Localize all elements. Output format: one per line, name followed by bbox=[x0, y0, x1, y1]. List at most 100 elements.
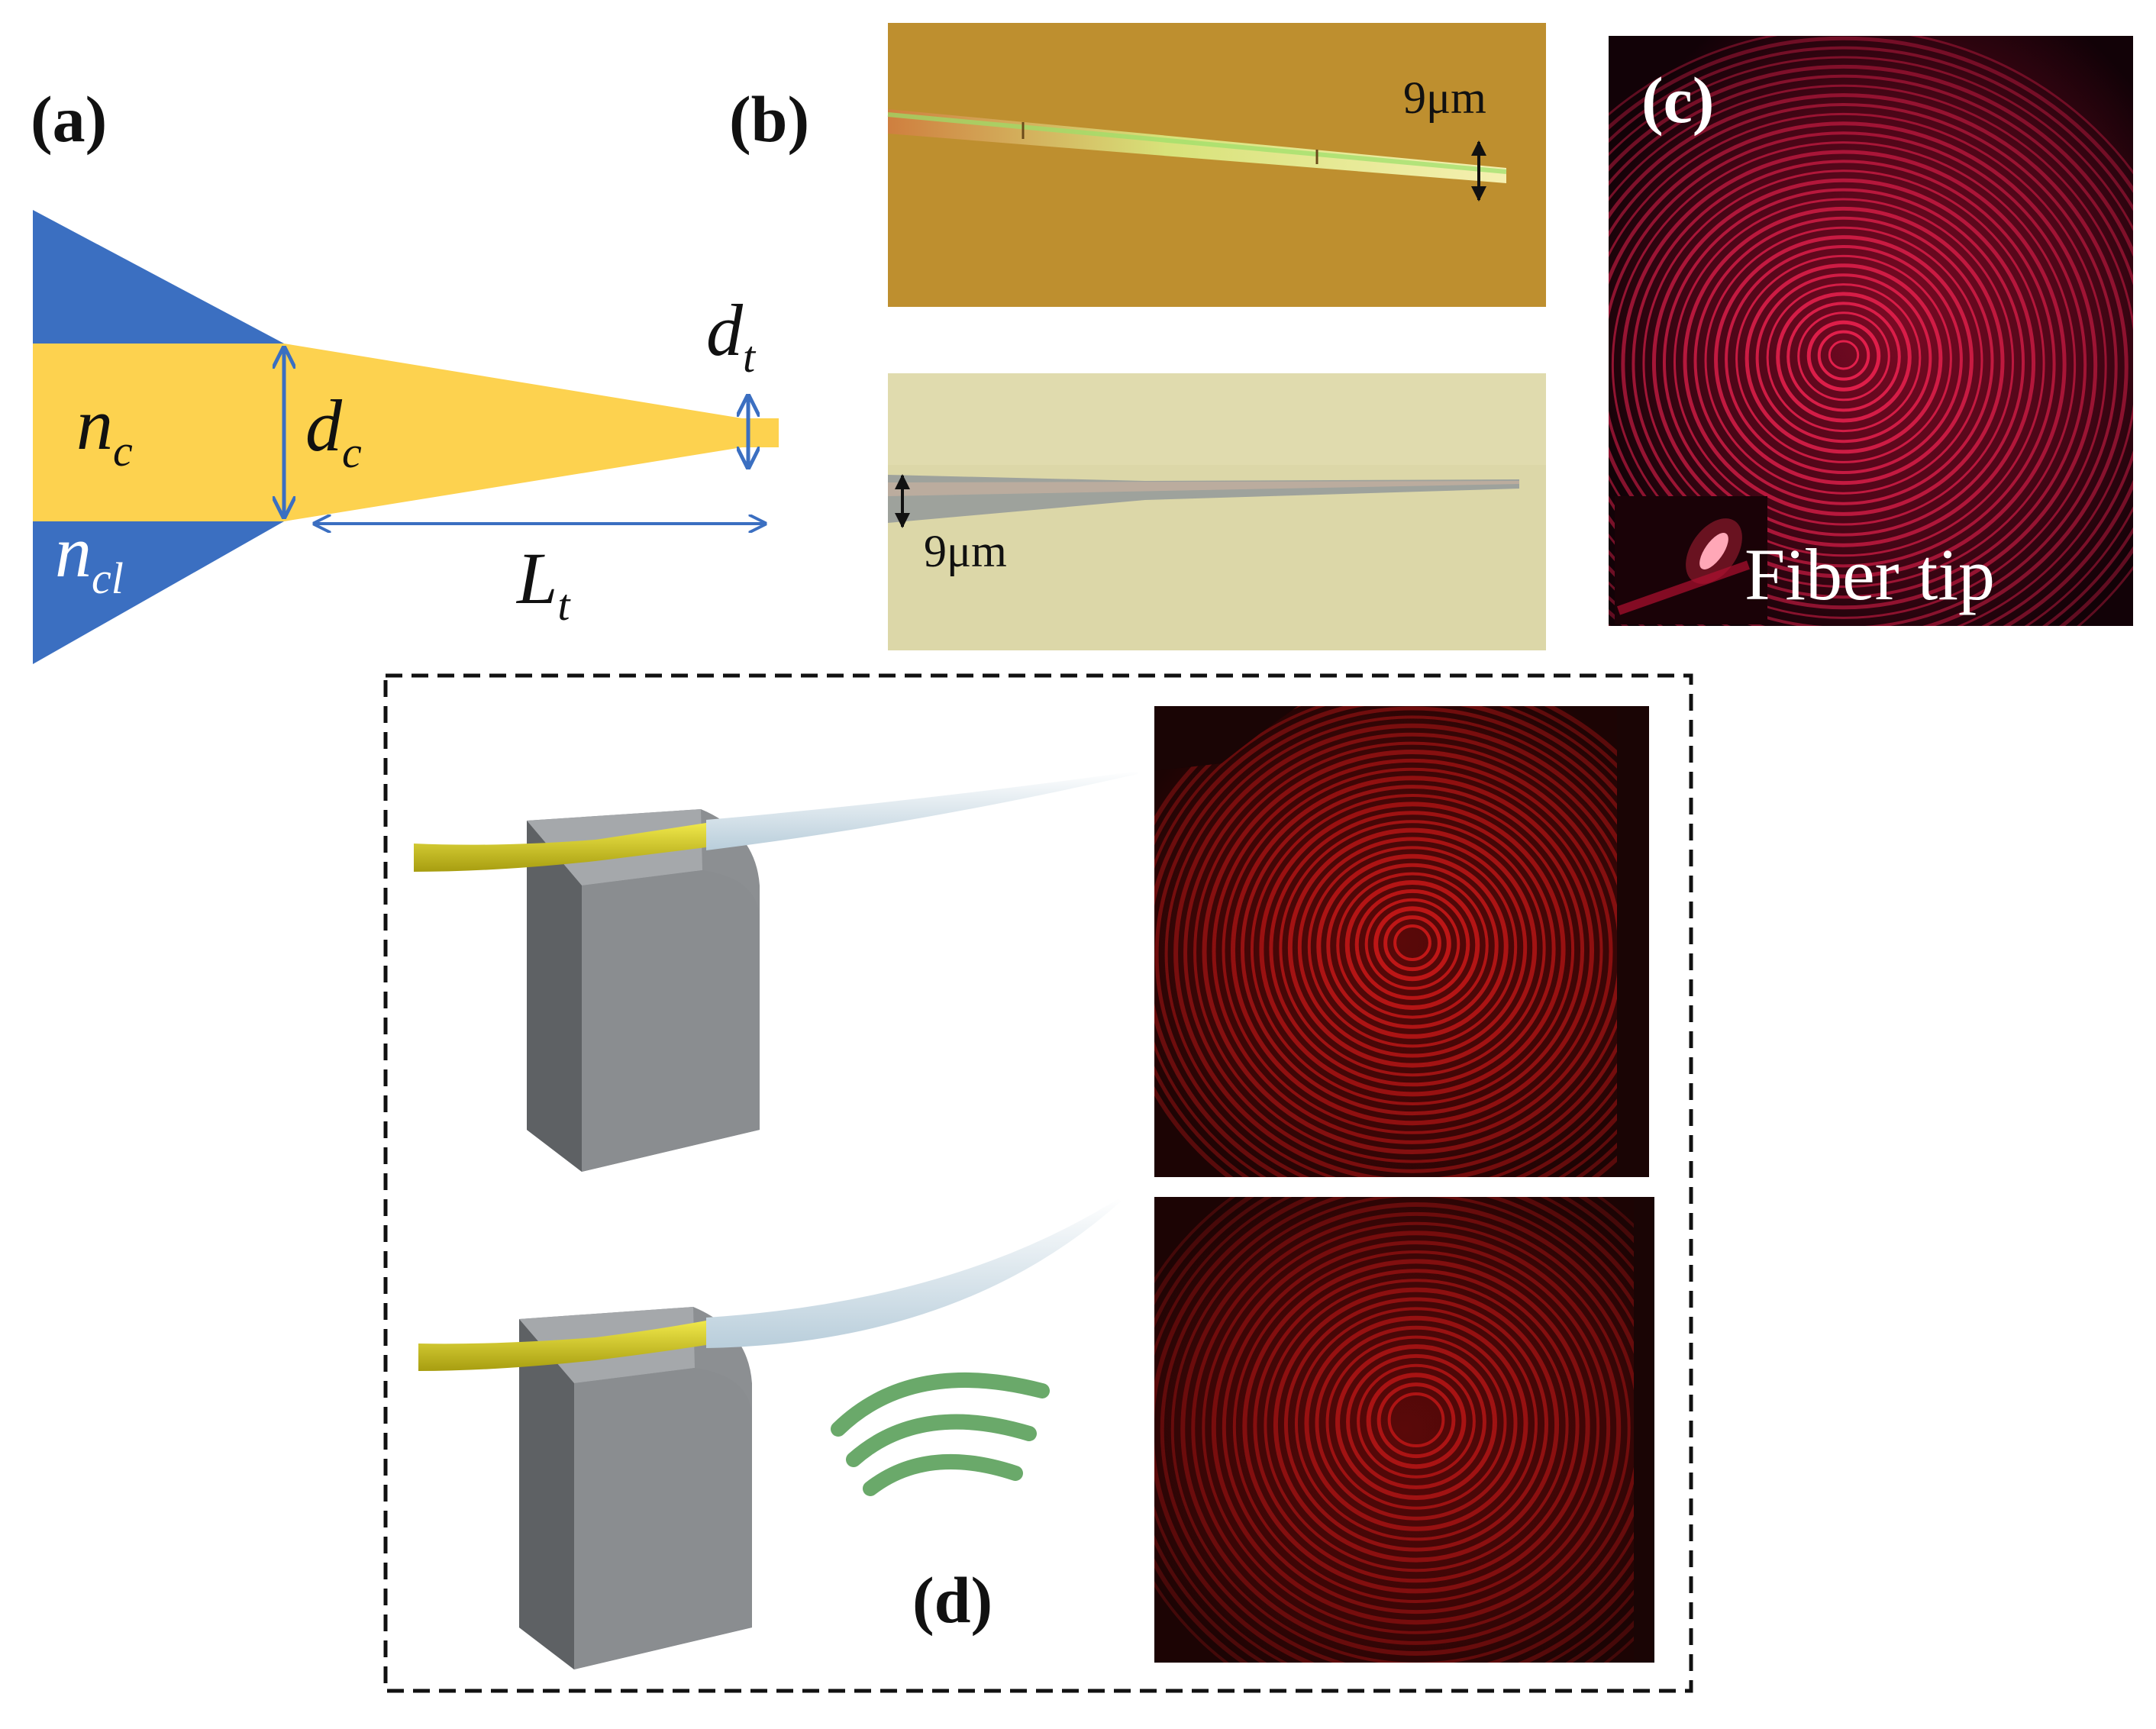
ring bbox=[1287, 827, 1538, 1068]
ring bbox=[1373, 906, 1451, 982]
ring bbox=[1269, 811, 1556, 1087]
ring bbox=[1164, 715, 1649, 1177]
pattern-image-static bbox=[1154, 706, 1649, 1177]
ring bbox=[1336, 872, 1489, 1019]
panel-d-label: (d) bbox=[912, 1563, 992, 1637]
ring bbox=[1202, 1221, 1631, 1634]
panel-d: (d) bbox=[383, 673, 1693, 1693]
ring bbox=[1704, 226, 1983, 495]
ring bbox=[1232, 1250, 1600, 1603]
ring bbox=[1364, 898, 1460, 990]
ring bbox=[1609, 93, 2129, 626]
ring bbox=[1806, 320, 1881, 392]
panel-a-label: (a) bbox=[31, 82, 107, 156]
ring bbox=[1766, 283, 1922, 433]
ring bbox=[1725, 245, 1963, 474]
ring bbox=[1609, 74, 2133, 626]
ring bbox=[1253, 1269, 1580, 1583]
fiber-jacket-2 bbox=[418, 1321, 706, 1371]
cladding-top bbox=[33, 210, 284, 344]
ring bbox=[1354, 889, 1470, 1000]
ring bbox=[1211, 1231, 1622, 1625]
ring bbox=[1335, 1344, 1497, 1500]
ring bbox=[1621, 150, 2067, 579]
ring bbox=[1283, 1297, 1549, 1552]
tip-diameter-label: dt bbox=[706, 289, 757, 382]
setup-vibrating bbox=[418, 1198, 1121, 1669]
ring bbox=[1366, 1373, 1467, 1469]
interference-rings-c bbox=[1609, 36, 2133, 626]
core-index-label: nc bbox=[76, 383, 133, 476]
panel-c-label: (c) bbox=[1641, 63, 1714, 137]
ring bbox=[1786, 302, 1901, 412]
ring bbox=[1230, 776, 1595, 1126]
panel-b-label: (b) bbox=[729, 82, 809, 156]
ring bbox=[1817, 330, 1870, 381]
ring bbox=[1357, 1363, 1476, 1479]
ring bbox=[1383, 915, 1441, 972]
ring bbox=[1279, 820, 1546, 1077]
ring bbox=[1683, 206, 2005, 516]
ring bbox=[1609, 84, 2133, 626]
ring bbox=[1222, 1240, 1611, 1614]
panel-c: (c) Fiber tip bbox=[1609, 36, 2133, 626]
ring bbox=[1714, 235, 1974, 485]
ring bbox=[1315, 1325, 1518, 1521]
fiber-taper bbox=[706, 771, 1138, 850]
ring bbox=[1673, 198, 2015, 526]
ring bbox=[1797, 311, 1890, 402]
ring bbox=[1346, 1353, 1486, 1489]
panel-d-frame bbox=[383, 673, 1693, 1693]
ring bbox=[1212, 758, 1613, 1144]
ring bbox=[1776, 292, 1912, 423]
ring bbox=[1735, 254, 1952, 463]
ring bbox=[1755, 273, 1932, 444]
ring bbox=[1609, 65, 2133, 626]
ring bbox=[1651, 178, 2036, 547]
setup-static bbox=[414, 771, 1138, 1172]
ring bbox=[1222, 767, 1603, 1134]
fiber-taper-bent bbox=[706, 1198, 1121, 1348]
ring bbox=[1609, 46, 2133, 626]
ring bbox=[1326, 863, 1499, 1029]
fiber-tip-caption: Fiber tip bbox=[1744, 534, 1995, 615]
ring bbox=[1250, 794, 1575, 1105]
ring bbox=[1609, 103, 2118, 626]
ring bbox=[1325, 1335, 1507, 1510]
panel-a: (a) nc ncl dc dt Lt bbox=[31, 82, 779, 664]
cladding-bottom bbox=[33, 521, 284, 664]
ring bbox=[1307, 846, 1518, 1048]
ring bbox=[1632, 160, 2056, 568]
fiber-core-taper bbox=[33, 344, 779, 521]
ring bbox=[1264, 1279, 1569, 1573]
ring bbox=[1170, 1197, 1654, 1663]
ring bbox=[1297, 837, 1528, 1058]
ring bbox=[1344, 880, 1480, 1010]
ring bbox=[1273, 1287, 1560, 1563]
ring bbox=[1611, 141, 2077, 589]
ring bbox=[1609, 56, 2133, 626]
core-diameter-label: dc bbox=[305, 385, 362, 477]
scale-label-bottom: 9μm bbox=[924, 526, 1007, 576]
ring bbox=[1609, 36, 2133, 626]
scale-label-top: 9μm bbox=[1403, 73, 1486, 123]
ring bbox=[1828, 340, 1860, 370]
panel-b: (b) 9μm 9μm bbox=[729, 23, 1546, 650]
ring bbox=[1377, 1382, 1456, 1459]
ring bbox=[1744, 263, 1943, 454]
ring bbox=[1387, 1392, 1445, 1447]
pattern-image-vibrating bbox=[1154, 1197, 1654, 1663]
ring bbox=[1693, 216, 1994, 505]
ring bbox=[1154, 706, 1649, 1177]
ring bbox=[1642, 169, 2045, 557]
ring bbox=[1304, 1315, 1528, 1531]
ring bbox=[1393, 924, 1431, 961]
taper-length-label: Lt bbox=[515, 537, 571, 630]
ring bbox=[1259, 802, 1566, 1097]
ring bbox=[1662, 188, 2025, 537]
cladding-index-label: ncl bbox=[55, 511, 124, 603]
ring bbox=[1609, 121, 2098, 610]
ring bbox=[1160, 1197, 1654, 1663]
ring bbox=[1609, 131, 2087, 599]
